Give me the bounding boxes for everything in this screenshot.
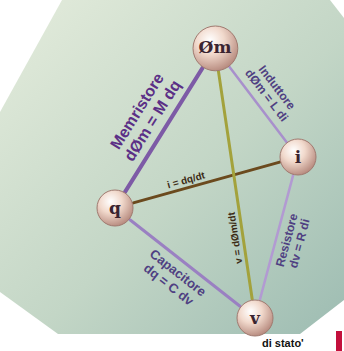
state-variable: v [250, 310, 260, 327]
state-circle: Øm [192, 25, 239, 72]
red-marker [336, 331, 342, 351]
state-circle: i [279, 138, 317, 176]
relation-line [133, 162, 279, 203]
state-variable: Øm [199, 39, 232, 56]
state-variable: q [109, 200, 121, 217]
state-variable: i [295, 149, 301, 166]
relation-line [218, 71, 252, 299]
state-circle: q [96, 189, 134, 227]
tilted-panel [0, 0, 344, 334]
state-circle: v [236, 299, 274, 337]
caption-fragment: di stato' [262, 337, 304, 349]
